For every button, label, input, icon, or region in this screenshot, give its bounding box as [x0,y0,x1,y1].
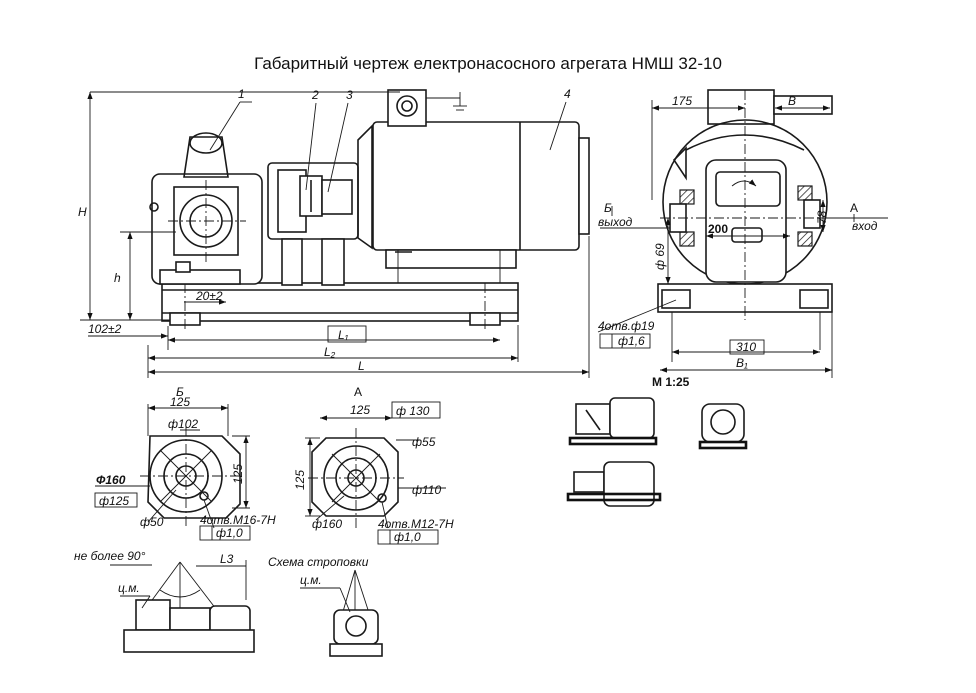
scale-label: M 1:25 [652,375,690,389]
dimension-78-label: 78 [815,210,829,224]
dimension-310-label: 310 [736,340,756,354]
dimension-200-label: 200 [708,222,728,236]
angle-limit-label: не более 90° [74,549,146,563]
lifting-scheme-front [300,569,383,657]
section-B-title: Б [176,385,184,399]
section-B-125-vertical-label: 125 [231,464,245,484]
dimension-B-label: B [788,94,796,108]
section-B-125-label: 125 [170,395,190,409]
dimension-69-label: ф 69 [653,243,667,270]
section-A-125-vertical-label: 125 [293,470,307,490]
dimension-L1-label: L₁ [338,328,349,342]
dimension-20-label: 20±2 [195,289,223,303]
center-mass-label-2: ц.м. [300,573,322,587]
dimension-H-label: H [78,205,87,219]
dimension-B1-label: B₁ [736,356,748,370]
mounting-holes-label: 4отв.ф19 [598,319,655,333]
dimension-h-label: h [114,271,121,285]
section-B-50-label: ф50 [140,515,164,529]
inlet-label: вход [852,219,878,233]
lifting-scheme-side [110,560,255,653]
side-view [597,89,888,378]
center-mass-label-1: ц.м. [118,581,140,595]
section-A-130-label: ф 130 [396,404,430,418]
position-4-label: 4 [564,87,571,101]
dimension-L2-label: L₂ [324,345,336,359]
section-B-125-box-label: ф125 [99,494,129,508]
section-A-110-label: ф110 [412,483,441,497]
dimension-L3-label: L3 [220,552,234,566]
section-A-holes-label: 4отв.M12-7H [378,517,454,531]
outlet-label: выход [598,215,633,229]
front-view [80,89,590,378]
position-1-label: 1 [238,87,245,101]
section-B-160-label: Ф160 [96,473,126,487]
section-A-55-label: ф55 [412,435,436,449]
position-3-label: 3 [346,88,353,102]
dimension-102-label: 102±2 [88,322,122,336]
section-A-title: A [354,385,362,399]
lifting-scheme-title: Схема строповки [268,555,369,569]
section-A-125-label: 125 [350,403,370,417]
section-B-view [94,404,251,541]
section-B-102-label: ф102 [168,417,198,431]
scale-thumbnails [566,397,748,507]
section-B-tolerance-label: ф1,0 [216,526,243,540]
dimension-175-label: 175 [672,94,692,108]
section-B-holes-label: 4отв.M16-7H [200,513,276,527]
section-A-160-label: ф160 [312,517,342,531]
position-tolerance-label: ф1,6 [618,334,645,348]
dimension-L-label: L [358,359,365,373]
position-2-label: 2 [311,88,319,102]
drawing-title: Габаритный чертеж електронасосного агрег… [254,54,722,73]
section-A-tolerance-label: ф1,0 [394,530,421,544]
view-B-marker: Б [604,201,612,215]
view-A-marker: A [850,201,858,215]
section-A-view [305,401,446,545]
